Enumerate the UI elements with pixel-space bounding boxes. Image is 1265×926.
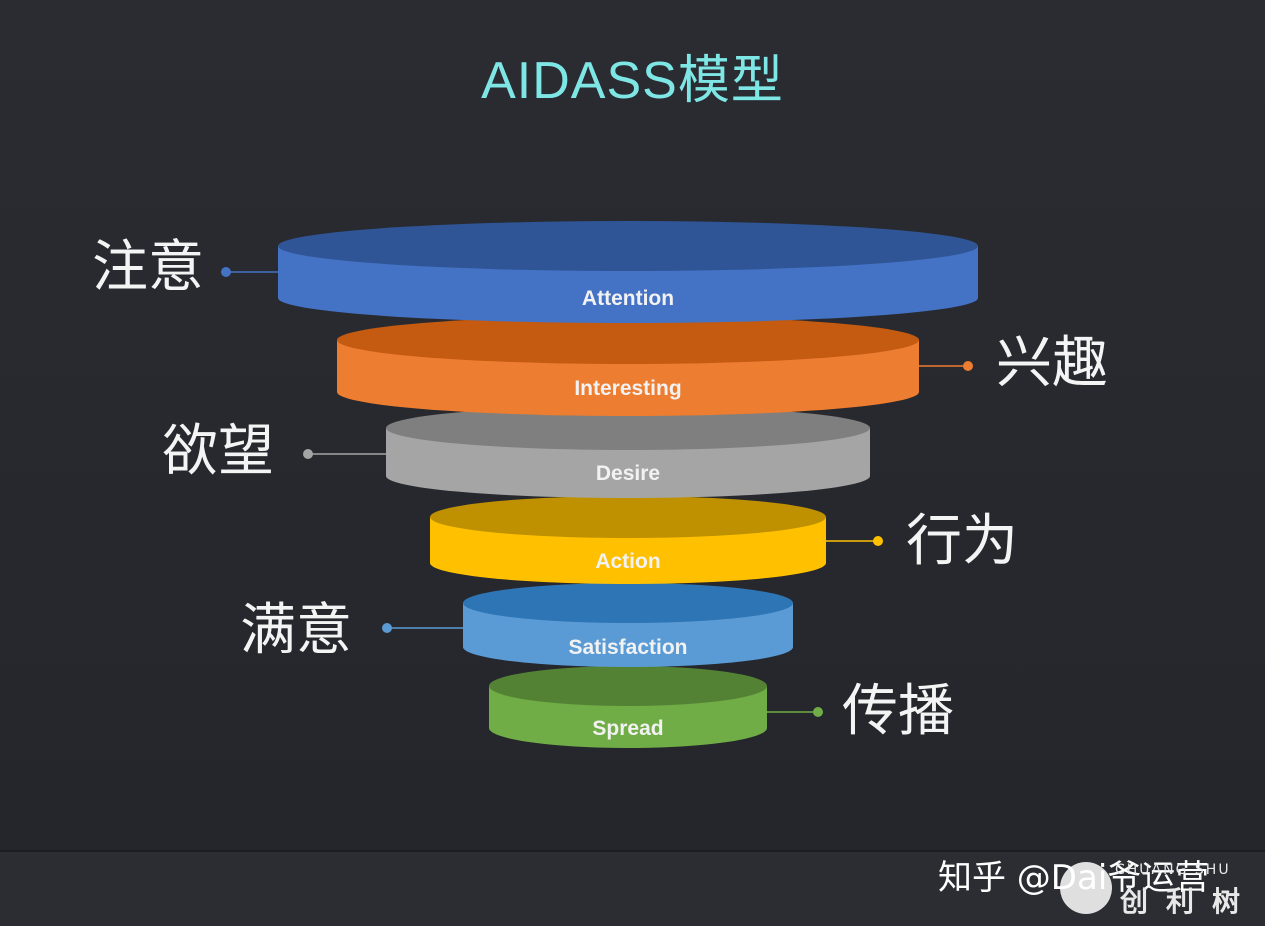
connector-dot — [963, 361, 973, 371]
side-label-desire: 欲望 — [162, 419, 274, 484]
brand-logo-icon — [1060, 862, 1112, 914]
side-label-satisfaction: 满意 — [240, 598, 352, 663]
diagram-title: AIDASS模型 — [481, 52, 784, 110]
layer-top — [337, 316, 919, 364]
connector-dot — [221, 267, 231, 277]
funnel-diagram: Spread Satisfaction Action Desire Interestin… — [221, 221, 978, 748]
layer-top — [386, 406, 870, 450]
layer-top — [278, 221, 978, 271]
connector-dot — [382, 623, 392, 633]
footer-bar — [0, 850, 1265, 926]
layer-label: Attention — [582, 287, 674, 310]
layer-label: Interesting — [574, 377, 681, 400]
side-label-attention: 注意 — [92, 235, 204, 300]
side-label-spread: 传播 — [842, 679, 954, 744]
layer-top — [489, 666, 767, 706]
brand-name-en: CHUANG SHU — [1115, 862, 1231, 878]
connector-dot — [303, 449, 313, 459]
layer-label: Action — [595, 550, 660, 573]
funnel-layer-desire: Desire — [386, 406, 870, 498]
side-label-action: 行为 — [906, 509, 1018, 574]
layer-label: Spread — [592, 717, 663, 740]
connector-dot — [813, 707, 823, 717]
funnel-layer-action: Action — [430, 496, 826, 584]
layer-label: Satisfaction — [568, 636, 687, 659]
funnel-layer-attention: Attention — [278, 221, 978, 323]
layer-top — [430, 496, 826, 538]
layer-top — [463, 583, 793, 623]
funnel-layer-spread: Spread — [489, 666, 767, 748]
funnel-layer-satisfaction: Satisfaction — [463, 583, 793, 667]
connector-dot — [873, 536, 883, 546]
side-label-interesting: 兴趣 — [996, 331, 1108, 396]
funnel-layer-interesting: Interesting — [337, 316, 919, 416]
layer-label: Desire — [596, 462, 660, 485]
brand-name-cn: 创利树 — [1120, 885, 1259, 918]
